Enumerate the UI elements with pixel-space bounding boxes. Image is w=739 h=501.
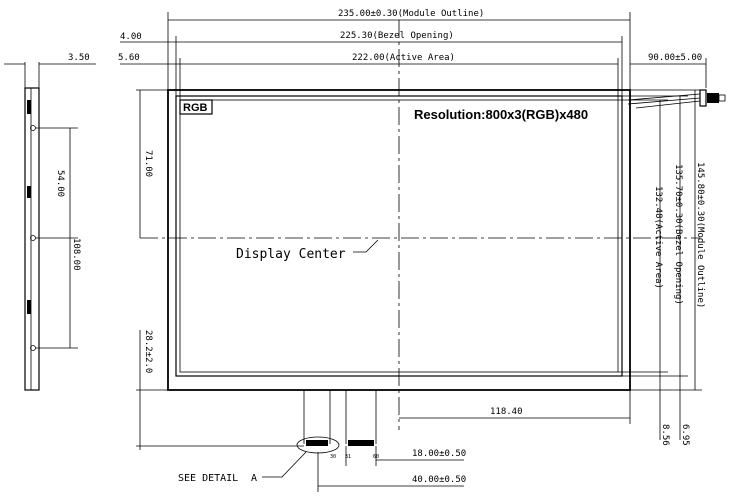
side-hole-top	[30, 125, 36, 131]
bottom-dimensions: 118.40 18.00±0.50 40.00±0.50	[317, 390, 631, 492]
fpc-width-2-dim: 40.00±0.50	[412, 475, 466, 485]
side-view: 3.50 54.00 108.00	[4, 53, 96, 391]
side-height-dim: 108.00	[71, 238, 81, 271]
cable-length-dim: 90.00±5.00	[648, 53, 702, 63]
display-center-label: Display Center	[236, 247, 346, 262]
detail-letter: A	[251, 473, 257, 484]
rgb-badge: RGB	[183, 102, 208, 114]
resolution-label: Resolution:800x3(RGB)x480	[414, 107, 588, 122]
pin-31: 31	[345, 454, 351, 460]
offset-active-dim: 5.60	[118, 53, 140, 63]
module-width-dim: 235.00±0.30(Module Outline)	[338, 9, 484, 19]
side-view-outline	[24, 87, 40, 391]
right-dimensions: 132.48(Active Area) 135.70±0.30(Bezel Op…	[618, 89, 705, 446]
fpc-offset-dim: 28.2±2.0	[143, 330, 153, 373]
side-hole-bottom	[30, 345, 36, 351]
bezel-height-dim: 135.70±0.30(Bezel Opening)	[673, 164, 683, 305]
side-hole-spacing-dim: 54.00	[55, 170, 65, 197]
bezel-width-dim: 225.30(Bezel Opening)	[340, 31, 454, 41]
front-view: RGB Resolution:800x3(RGB)x480 Display Ce…	[140, 20, 726, 484]
pin-30: 30	[330, 454, 336, 460]
cable-connector	[627, 89, 726, 109]
bottom-offset-1-dim: 8.56	[660, 424, 670, 446]
active-width-dim: 222.00(Active Area)	[352, 53, 455, 63]
left-dimensions: 71.00 28.2±2.0	[136, 89, 304, 450]
thickness-dim: 3.50	[68, 53, 90, 63]
top-dimensions: 235.00±0.30(Module Outline) 225.30(Bezel…	[118, 9, 707, 100]
side-hole-mid	[30, 235, 36, 241]
bottom-offset-2-dim: 6.95	[680, 424, 690, 446]
module-height-dim: 145.80±0.30(Module Outline)	[695, 162, 705, 308]
offset-bezel-dim: 4.00	[120, 32, 142, 42]
fpc-width-1-dim: 18.00±0.50	[412, 449, 466, 459]
fpc-center-distance-dim: 118.40	[490, 407, 523, 417]
see-detail-label: SEE DETAIL	[178, 473, 238, 484]
active-height-dim: 132.48(Active Area)	[653, 186, 663, 289]
fpc-tails: 30 31 60	[296, 390, 379, 460]
center-height-dim: 71.00	[143, 150, 153, 177]
